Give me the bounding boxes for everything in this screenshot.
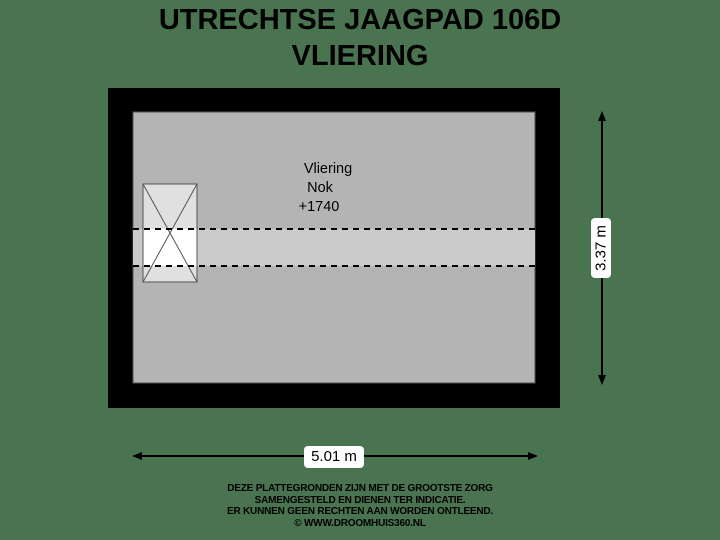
floor-title: VLIERING xyxy=(291,40,429,72)
disclaimer: DEZE PLATTEGRONDEN ZIJN MET DE GROOTSTE … xyxy=(0,483,720,529)
skylight-icon xyxy=(142,183,198,283)
disclaimer-line-3: ER KUNNEN GEEN RECHTEN AAN WORDEN ONTLEE… xyxy=(226,506,494,517)
ridge-band xyxy=(133,229,535,266)
disclaimer-line-4: © WWW.DROOMHUIS360.NL xyxy=(294,517,426,529)
depth-dimension-label: 3.37 m xyxy=(591,218,611,278)
width-dimension-label: 5.01 m xyxy=(304,446,364,468)
disclaimer-line-2: SAMENGESTELD EN DIENEN TER INDICATIE. xyxy=(254,494,466,506)
ridge-label: Nok xyxy=(307,180,333,196)
disclaimer-line-1: DEZE PLATTEGRONDEN ZIJN MET DE GROOTSTE … xyxy=(227,483,493,494)
address-title: UTRECHTSE JAAGPAD 106D xyxy=(158,4,562,36)
ridge-height: +1740 xyxy=(298,199,340,215)
room-name: Vliering xyxy=(303,161,353,177)
depth-dimension-text: 3.37 m xyxy=(592,225,610,271)
room-label: Vliering Nok +1740 xyxy=(278,160,378,217)
